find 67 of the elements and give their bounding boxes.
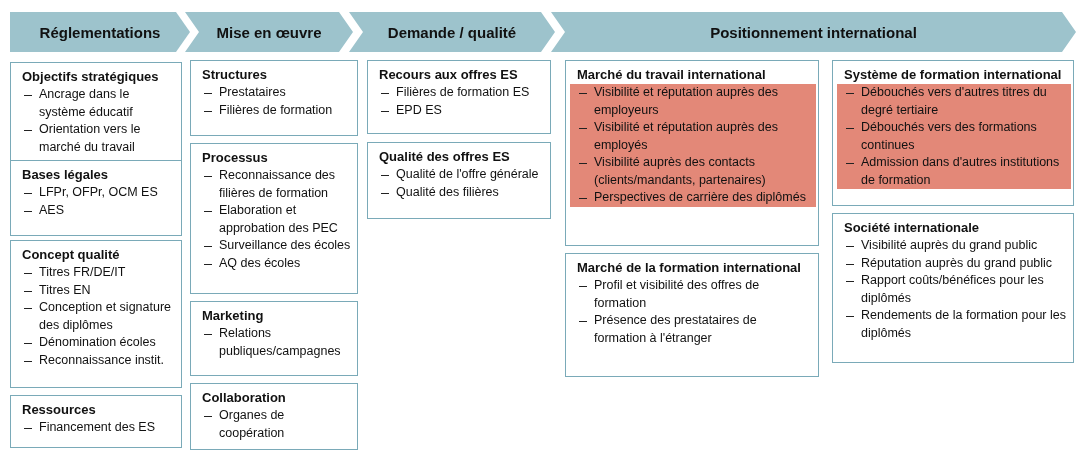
box-heading: Processus — [202, 149, 269, 167]
stage-label: Réglementations — [39, 23, 161, 41]
bullet-item: Conception et signature des diplômes — [39, 300, 172, 332]
bullet-item: Visibilité auprès du grand public — [861, 238, 1038, 252]
bullet-item: Rendements de la formation pour les diplômés — [861, 308, 1066, 340]
bullet-item: Qualité des filières — [396, 184, 499, 199]
box-heading: Concept qualité — [22, 246, 121, 264]
box-heading: Système de formation international — [844, 66, 1063, 84]
bullet-item: EPD ES — [396, 102, 442, 117]
bullet-item: LFPr, OFPr, OCM ES — [39, 185, 158, 199]
category-box — [832, 213, 1074, 363]
bullet-item: Surveillance des écoles — [219, 238, 351, 252]
category-box — [10, 62, 182, 162]
category-box — [367, 142, 551, 219]
box-heading: Objectifs stratégiques — [22, 68, 160, 86]
bullet-item: Elaboration et approbation des PEC — [219, 203, 338, 235]
category-box — [190, 143, 358, 294]
bullet-item: Prestataires — [219, 85, 286, 99]
category-box — [565, 60, 819, 246]
bullet-item: Organes de coopération — [219, 408, 285, 440]
bullet-item: Reconnaissance des filières de formation — [219, 168, 336, 200]
stage-label: Demande / qualité — [387, 23, 517, 41]
bullet-item: Réputation auprès du grand public — [861, 255, 1053, 270]
category-box — [190, 60, 358, 136]
bullet-item: Filières de formation ES — [396, 85, 530, 99]
bullet-item: Perspectives de carrière des diplômés — [594, 190, 806, 204]
category-box — [10, 395, 182, 448]
category-box — [565, 253, 819, 377]
bullet-item: Rapport coûts/bénéfices pour les diplômés — [861, 273, 1044, 305]
category-box — [190, 383, 358, 450]
bullet-item: Titres EN — [39, 282, 91, 297]
bullet-item: Titres FR/DE/IT — [39, 265, 126, 279]
box-heading: Marché de la formation international — [577, 259, 802, 277]
bullet-item: Visibilité et réputation auprès des employés — [594, 120, 778, 152]
bullet-item: Dénomination écoles — [39, 335, 156, 349]
box-heading: Qualité des offres ES — [379, 148, 511, 166]
stage-label: Positionnement international — [710, 23, 917, 41]
bullet-item: Orientation vers le marché du travail — [39, 122, 141, 154]
box-heading: Société internationale — [844, 219, 981, 237]
bullet-item: Reconnaissance instit. — [39, 352, 165, 367]
stage-label: Mise en œuvre — [216, 23, 322, 41]
box-heading: Marketing — [202, 307, 265, 325]
bullet-item: Financement des ES — [39, 420, 156, 434]
box-heading: Bases légales — [22, 166, 109, 184]
category-box — [10, 160, 182, 236]
bullet-item: Relations publiques/campagnes — [219, 326, 341, 358]
bullet-item: Visibilité et réputation auprès des employeurs — [594, 85, 778, 117]
box-heading: Recours aux offres ES — [379, 66, 519, 84]
category-box — [832, 60, 1074, 206]
bullet-item: Ancrage dans le système éducatif — [39, 87, 133, 119]
bullet-item: Qualité de l'offre générale — [396, 167, 539, 181]
bullet-item: Débouchés vers des formations continues — [861, 120, 1037, 152]
bullet-item: Présence des prestataires de formation à l'étranger — [594, 313, 757, 345]
bullet-item: Débouchés vers d'autres titres du degré tertiaire — [861, 85, 1047, 117]
bullet-item: Profil et visibilité des offres de formation — [594, 278, 760, 310]
category-box — [367, 60, 551, 134]
box-heading: Ressources — [22, 401, 97, 419]
bullet-item: Visibilité auprès des contacts (clients/mandants, partenaires) — [594, 155, 766, 187]
bullet-item: Admission dans d'autres institutions de formation — [861, 155, 1060, 187]
box-heading: Collaboration — [202, 389, 287, 407]
bullet-item: Filières de formation — [219, 102, 333, 117]
category-box — [10, 240, 182, 388]
box-heading: Marché du travail international — [577, 66, 767, 84]
box-heading: Structures — [202, 66, 269, 84]
bullet-item: AES — [39, 202, 64, 217]
category-box — [190, 301, 358, 376]
bullet-item: AQ des écoles — [219, 255, 301, 270]
